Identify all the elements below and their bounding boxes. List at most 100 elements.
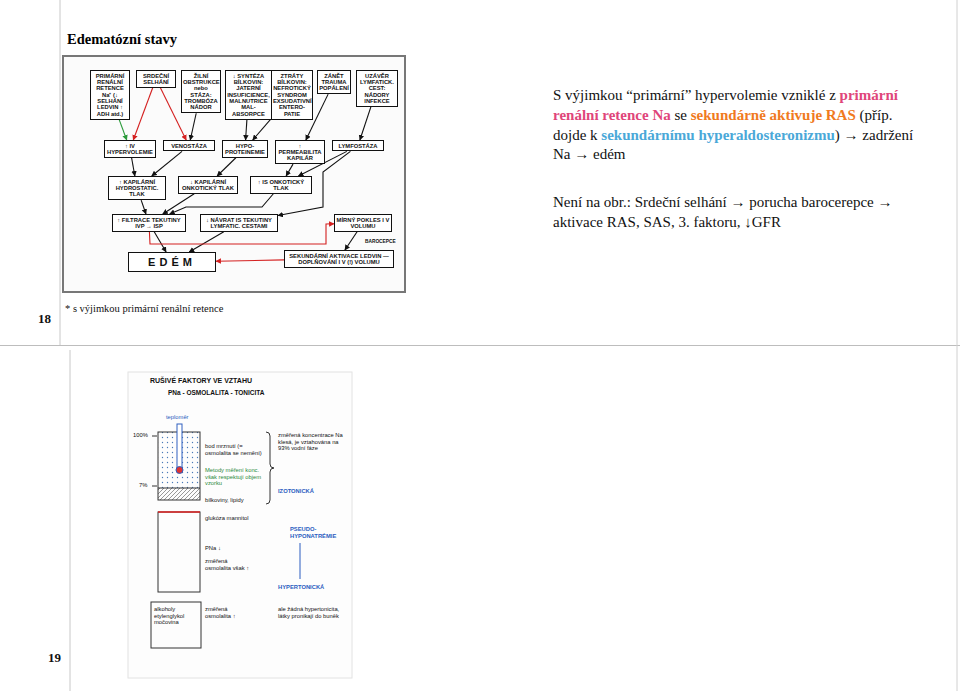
solute-mark xyxy=(158,511,200,513)
connector-arrow xyxy=(133,88,152,140)
process-box: ↑ FILTRACE TEKUTINY IVP → ISP xyxy=(112,214,186,232)
process-box: ↑ PERMEABILITA KAPILÁR xyxy=(275,140,325,164)
beaker xyxy=(151,602,201,648)
connector-arrow xyxy=(119,120,127,140)
text-run: se xyxy=(675,107,688,123)
process-box: LYMFOSTÁZA xyxy=(332,140,384,151)
process-box: ↑ IV HYPERVOLEMIE xyxy=(104,140,156,158)
tick xyxy=(152,436,157,437)
annotation: změřená koncentrace Na klesá, je vztahov… xyxy=(278,432,344,452)
node-text: UZÁVĚR LYMFATICK. CEST: NÁDORY INFEKCE xyxy=(358,73,396,105)
process-box: ŽILNÍ OBSTRUKCE nebo STÁZA: TROMBÓZA NÁD… xyxy=(181,70,221,113)
node-text: LYMFOSTÁZA xyxy=(334,143,382,149)
node-text: EDÉM xyxy=(131,256,213,268)
process-box: ZÁNĚT TRAUMA POPÁLENÍ xyxy=(317,70,351,94)
slide-border xyxy=(957,0,958,691)
process-box: ↑ IS ONKOTICKÝ TLAK xyxy=(250,176,312,194)
connector-arrow xyxy=(360,107,371,140)
slide-border xyxy=(70,350,71,691)
connector-arrow xyxy=(141,200,146,214)
annotation: změřená osmolalita však ↑ xyxy=(205,558,250,571)
connector-arrow xyxy=(190,113,196,140)
connector-arrow xyxy=(189,232,224,252)
part-label: glukóza mannitol xyxy=(205,515,250,522)
node-text: ZÁNĚT TRAUMA POPÁLENÍ xyxy=(319,73,349,92)
protein-layer xyxy=(158,488,200,500)
node-text: ŽILNÍ OBSTRUKCE nebo STÁZA: TROMBÓZA NÁD… xyxy=(183,73,219,111)
process-box: HYPO-PROTEINEMIE xyxy=(222,140,268,158)
process-box: ↓ NÁVRAT IS TEKUTINY LYMFATIC. CESTAMI xyxy=(200,214,278,232)
figure-frame xyxy=(128,372,352,678)
connector-arrow xyxy=(216,260,284,261)
slide-title: Edematózní stavy xyxy=(67,31,177,48)
node-text: MÍRNÝ POKLES I V VOLUMU xyxy=(336,217,390,230)
state-label: IZOTONICKÁ xyxy=(278,488,314,495)
node-text: ↑ IV HYPERVOLEMIE xyxy=(106,143,154,156)
process-box: SRDEČNÍ SELHÁNÍ xyxy=(136,70,176,88)
slide-number: 19 xyxy=(48,650,61,666)
connector-arrow xyxy=(246,120,247,140)
node-text: ↑ FILTRACE TEKUTINY IVP → ISP xyxy=(114,217,184,230)
node-text: HYPO-PROTEINEMIE xyxy=(224,143,266,156)
connector-arrow xyxy=(253,119,271,140)
diagram-frame xyxy=(63,56,405,292)
process-box: UZÁVĚR LYMFATICK. CEST: NÁDORY INFEKCE xyxy=(356,70,398,107)
node-text: SRDEČNÍ SELHÁNÍ xyxy=(138,73,174,86)
annotation: ale žádná hypertonicita, látky pronikají… xyxy=(278,606,344,619)
state-label: HYPERTONICKÁ xyxy=(278,584,324,591)
tick xyxy=(152,486,157,487)
part-label: alkoholy etylenglykol močovina xyxy=(154,606,198,626)
slide-number: 18 xyxy=(38,311,51,327)
thermometer-bulb xyxy=(176,467,183,474)
connector-arrow xyxy=(163,194,194,214)
node-text: ZTRÁTY BÍLKOVIN: NEFROTICKÝ SYNDROM EXSU… xyxy=(273,73,311,118)
process-box: ZTRÁTY BÍLKOVIN: NEFROTICKÝ SYNDROM EXSU… xyxy=(271,70,313,120)
process-box: ↓ KAPILÁRNÍ ONKOTICKÝ TLAK xyxy=(178,176,238,194)
bracket xyxy=(266,432,274,504)
node-text: ↓ NÁVRAT IS TEKUTINY LYMFATIC. CESTAMI xyxy=(202,217,276,230)
annotation: PNa ↓ xyxy=(205,545,221,552)
annotation: změřená osmolalita ↑ xyxy=(205,606,250,619)
node-text: ↑ IS ONKOTICKÝ TLAK xyxy=(252,179,310,192)
figure-subheading: PNa - OSMOLALITA - TONICITA xyxy=(168,389,265,396)
connector-arrow xyxy=(345,232,357,250)
connector-arrow xyxy=(132,158,135,176)
figure-heading: RUŠIVÉ FAKTORY VE VZTAHU xyxy=(150,377,252,385)
footnote: * s výjimkou primární renální retence xyxy=(65,303,223,316)
process-box: VENOSTÁZA xyxy=(163,140,215,151)
paragraph: S výjimkou “primární” hypervolemie vznik… xyxy=(553,86,925,165)
slide-border xyxy=(60,0,61,345)
connector-arrow xyxy=(152,151,182,176)
note-text: Není na obr.: Srdeční selhání → porucha … xyxy=(553,193,915,233)
sensor-label: BAROCEPCE xyxy=(365,239,396,244)
percent-label: 100% xyxy=(133,432,148,439)
process-box: ↓ SYNTÉZA BÍLKOVIN: JATERNÍ INSUFICIENCE… xyxy=(225,70,272,120)
node-text: ↑ PERMEABILITA KAPILÁR xyxy=(277,143,323,162)
beaker xyxy=(158,512,200,592)
node-text: ↓ SYNTÉZA BÍLKOVIN: JATERNÍ INSUFICIENCE… xyxy=(227,73,270,118)
part-label: bílkoviny, lipidy xyxy=(205,497,265,504)
outcome-box: EDÉM xyxy=(128,252,216,272)
text-run: S výjimkou “primární” hypervolemie vznik… xyxy=(553,87,836,103)
relation-line xyxy=(300,543,301,579)
node-text: ↓ KAPILÁRNÍ ONKOTICKÝ TLAK xyxy=(180,179,236,192)
highlight-text: sekundárně aktivuje RAS xyxy=(691,107,856,123)
thermometer xyxy=(177,424,182,468)
annotation: bod mrznutí (= osmolalita se nemění) xyxy=(205,443,263,456)
slide-border xyxy=(0,345,960,346)
node-text: SEKUNDÁRNÍ AKTIVACE LEDVIN — DOPLŇOVÁNÍ … xyxy=(286,253,392,266)
node-text: VENOSTÁZA xyxy=(165,143,213,149)
annotation: Metody měření konc. však respektují obje… xyxy=(205,467,263,487)
connector-arrow xyxy=(217,158,236,176)
node-text: ↑ KAPILÁRNÍ HYDROSTATIC. TLAK xyxy=(110,179,164,198)
process-box: MÍRNÝ POKLES I V VOLUMU xyxy=(334,214,392,232)
phase-line xyxy=(158,488,200,489)
process-box: SEKUNDÁRNÍ AKTIVACE LEDVIN — DOPLŇOVÁNÍ … xyxy=(284,250,394,268)
connector-arrow xyxy=(154,232,166,252)
process-box: PRIMÁRNÍ RENÁLNÍ RETENCE Na⁺ (↓ SELHÁNÍ … xyxy=(90,70,130,120)
highlight-text: sekundárnímu hyperaldosteronizmu xyxy=(601,127,835,143)
connector-arrow xyxy=(286,164,293,176)
